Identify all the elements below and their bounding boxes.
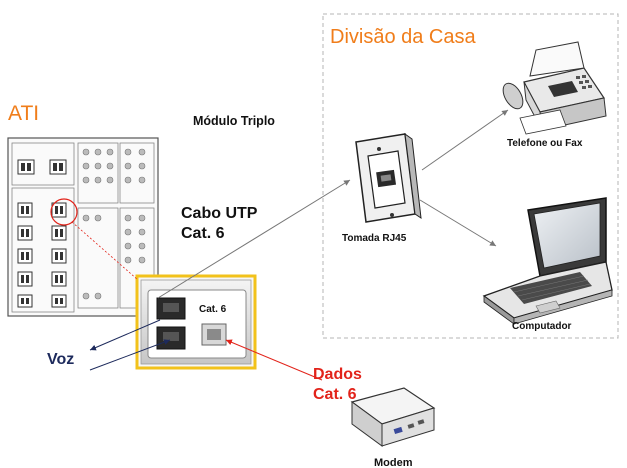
module-cat6-label: Cat. 6 <box>199 304 227 315</box>
ati-to-module-line <box>71 221 139 281</box>
utp-cable-label-line2: Cat. 6 <box>181 225 225 242</box>
utp-cable-line <box>157 179 351 299</box>
modem-label: Modem <box>374 457 413 468</box>
modem-icon <box>350 387 436 447</box>
utp-cable-label-line1: Cabo UTP <box>181 205 258 222</box>
voice-label: Voz <box>47 351 74 368</box>
fax-machine-icon <box>502 41 607 135</box>
socket-to-phone-arrow <box>421 109 509 171</box>
house-division-title: Divisão da Casa <box>330 26 477 48</box>
data-label-line2: Cat. 6 <box>313 386 357 403</box>
data-arrow <box>225 339 323 381</box>
computer-label: Computador <box>512 321 572 332</box>
rj45-socket-label: Tomada RJ45 <box>342 233 407 244</box>
ati-panel-icon <box>7 137 159 317</box>
triple-module-label: Módulo Triplo <box>193 114 275 128</box>
ati-label: ATI <box>8 102 39 125</box>
data-label-line1: Dados <box>313 366 362 383</box>
house-division-area <box>322 13 619 339</box>
rj45-wall-socket-icon <box>355 132 422 223</box>
socket-to-computer-arrow <box>419 199 497 247</box>
triple-module-icon <box>135 274 257 370</box>
phone-fax-label: Telefone ou Fax <box>507 138 583 149</box>
voice-arrow-2 <box>89 339 171 371</box>
laptop-icon <box>482 197 613 325</box>
voice-arrow-1 <box>89 319 161 351</box>
